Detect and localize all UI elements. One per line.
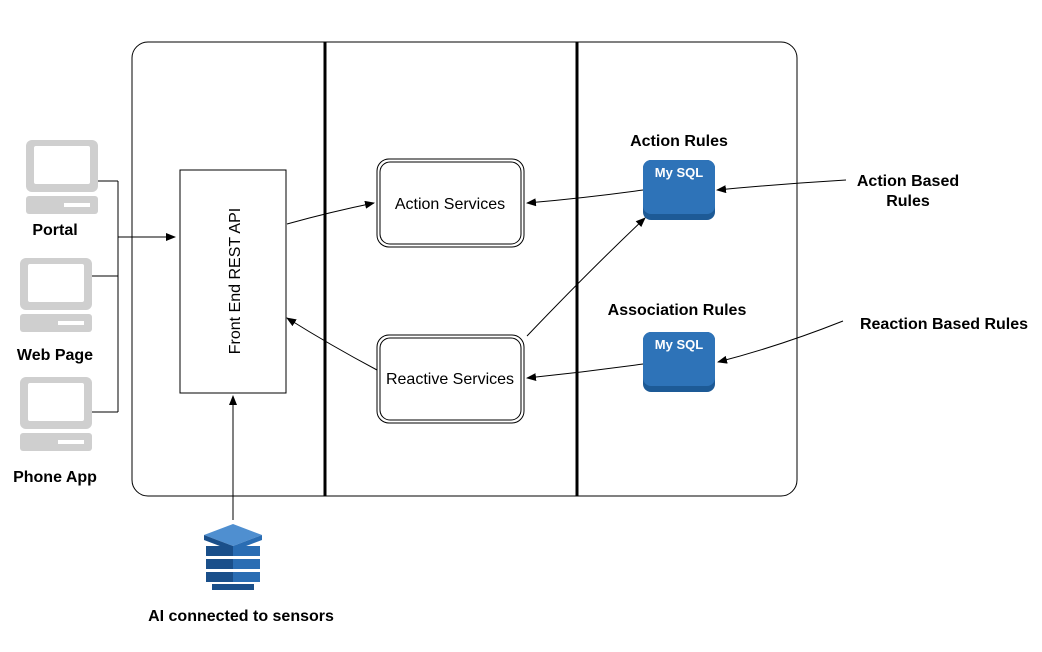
action-db-label: My SQL	[655, 165, 703, 180]
action-rules-db: My SQL	[643, 160, 715, 220]
client-label-phone-app: Phone App	[13, 469, 97, 486]
reactive-services-label: Reactive Services	[386, 371, 514, 388]
computer-icon	[20, 258, 92, 332]
reactive-services-box: Reactive Services	[376, 334, 525, 424]
arrow-action-db-to-service	[526, 189, 644, 207]
arrow-api-to-action-services	[286, 200, 375, 225]
arrow-action-input-to-db	[716, 179, 847, 194]
computer-icon	[26, 140, 98, 214]
client-connector	[92, 180, 176, 413]
rest-api-label: Front End REST API	[227, 208, 244, 354]
client-label-portal: Portal	[32, 222, 77, 239]
client-web-page: Web Page	[17, 258, 93, 364]
action-services-box: Action Services	[376, 158, 525, 248]
sensor-stack-icon	[204, 524, 262, 590]
arrow-reaction-input-to-db	[717, 320, 844, 364]
computer-icon	[20, 377, 92, 451]
action-rules-title: Action Rules	[630, 133, 728, 150]
action-services-label: Action Services	[395, 196, 505, 213]
action-based-rules-line1: Action Based	[857, 173, 959, 190]
rest-api-box	[179, 169, 287, 394]
sensor-label: AI connected to sensors	[148, 608, 334, 625]
reaction-based-rules-label: Reaction Based Rules	[860, 316, 1028, 333]
action-based-rules-line2: Rules	[886, 193, 930, 210]
client-label-web-page: Web Page	[17, 347, 93, 364]
system-boundary	[131, 41, 798, 497]
arrow-reactive-to-api	[286, 317, 378, 371]
arrow-reactive-to-action-db	[526, 217, 646, 337]
client-phone-app: Phone App	[13, 377, 97, 486]
arrow-association-db-to-reactive	[526, 363, 644, 382]
association-db-label: My SQL	[655, 337, 703, 352]
association-rules-title: Association Rules	[608, 302, 747, 319]
association-rules-db: My SQL	[643, 332, 715, 392]
client-portal: Portal	[26, 140, 98, 239]
